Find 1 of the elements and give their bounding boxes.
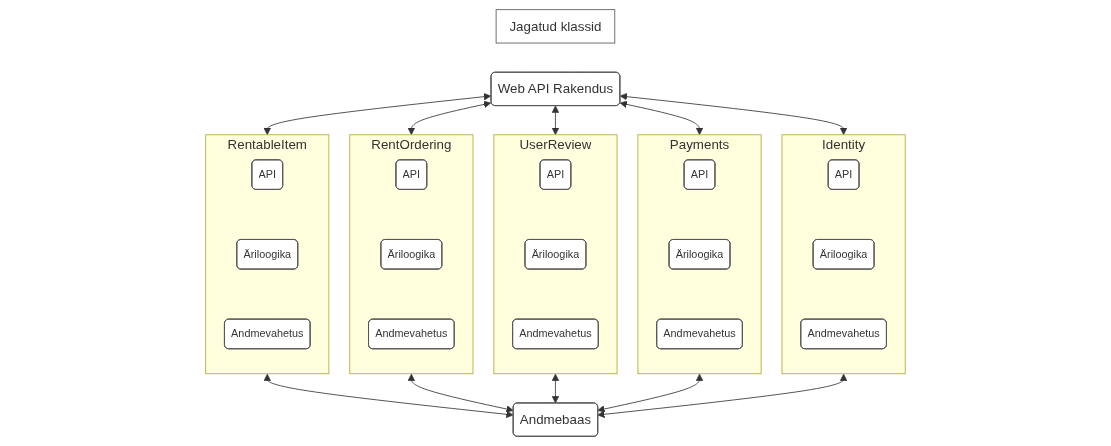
node-box: Jagatud klassid (495, 9, 616, 44)
